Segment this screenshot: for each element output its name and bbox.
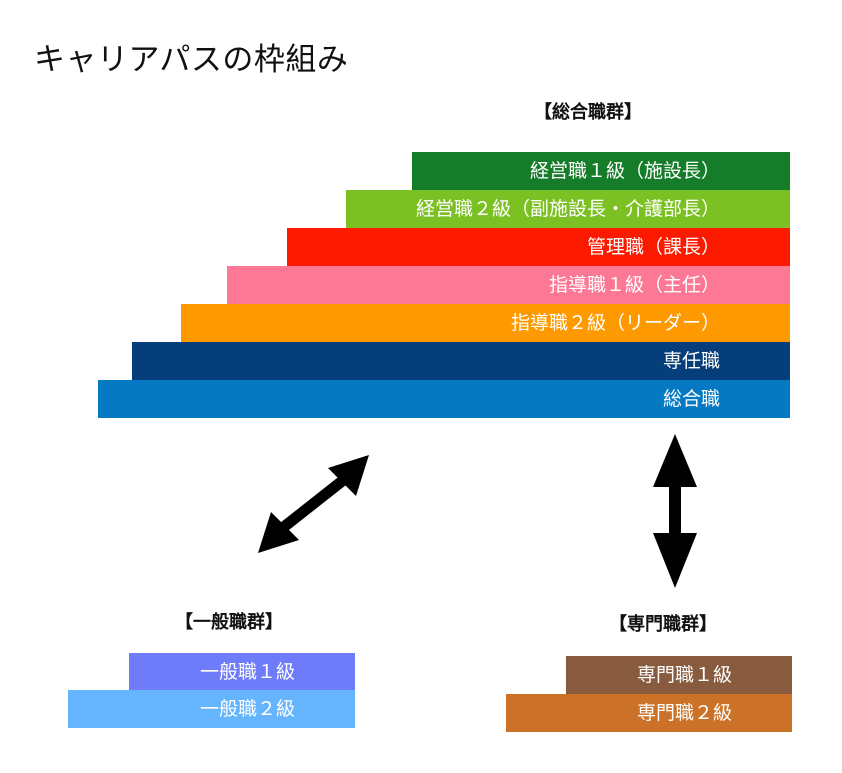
bar-sennin: 専任職 [132, 342, 790, 380]
bar-ippan-2: 一般職２級 [68, 690, 355, 728]
bar-senmon-1: 専門職１級 [566, 656, 792, 694]
bar-senmon-2: 専門職２級 [506, 694, 792, 732]
bar-keiei-1: 経営職１級（施設長） [412, 152, 790, 190]
senmon-group-label: 【専門職群】 [609, 614, 717, 635]
ippan-group-label: 【一般職群】 [175, 612, 283, 633]
bar-sogo: 総合職 [98, 380, 790, 418]
bar-shido-2: 指導職２級（リーダー） [181, 304, 790, 342]
bar-shido-1: 指導職１級（主任） [227, 266, 790, 304]
double-headed-diagonal-arrow-icon [258, 455, 369, 553]
page-title: キャリアパスの枠組み [34, 42, 349, 78]
bar-ippan-1: 一般職１級 [129, 653, 355, 691]
bar-keiei-2: 経営職２級（副施設長・介護部長） [346, 190, 790, 228]
double-headed-vertical-arrow-icon [653, 434, 697, 588]
sogo-group-label: 【総合職群】 [534, 102, 642, 123]
bar-kanri: 管理職（課長） [287, 228, 790, 266]
